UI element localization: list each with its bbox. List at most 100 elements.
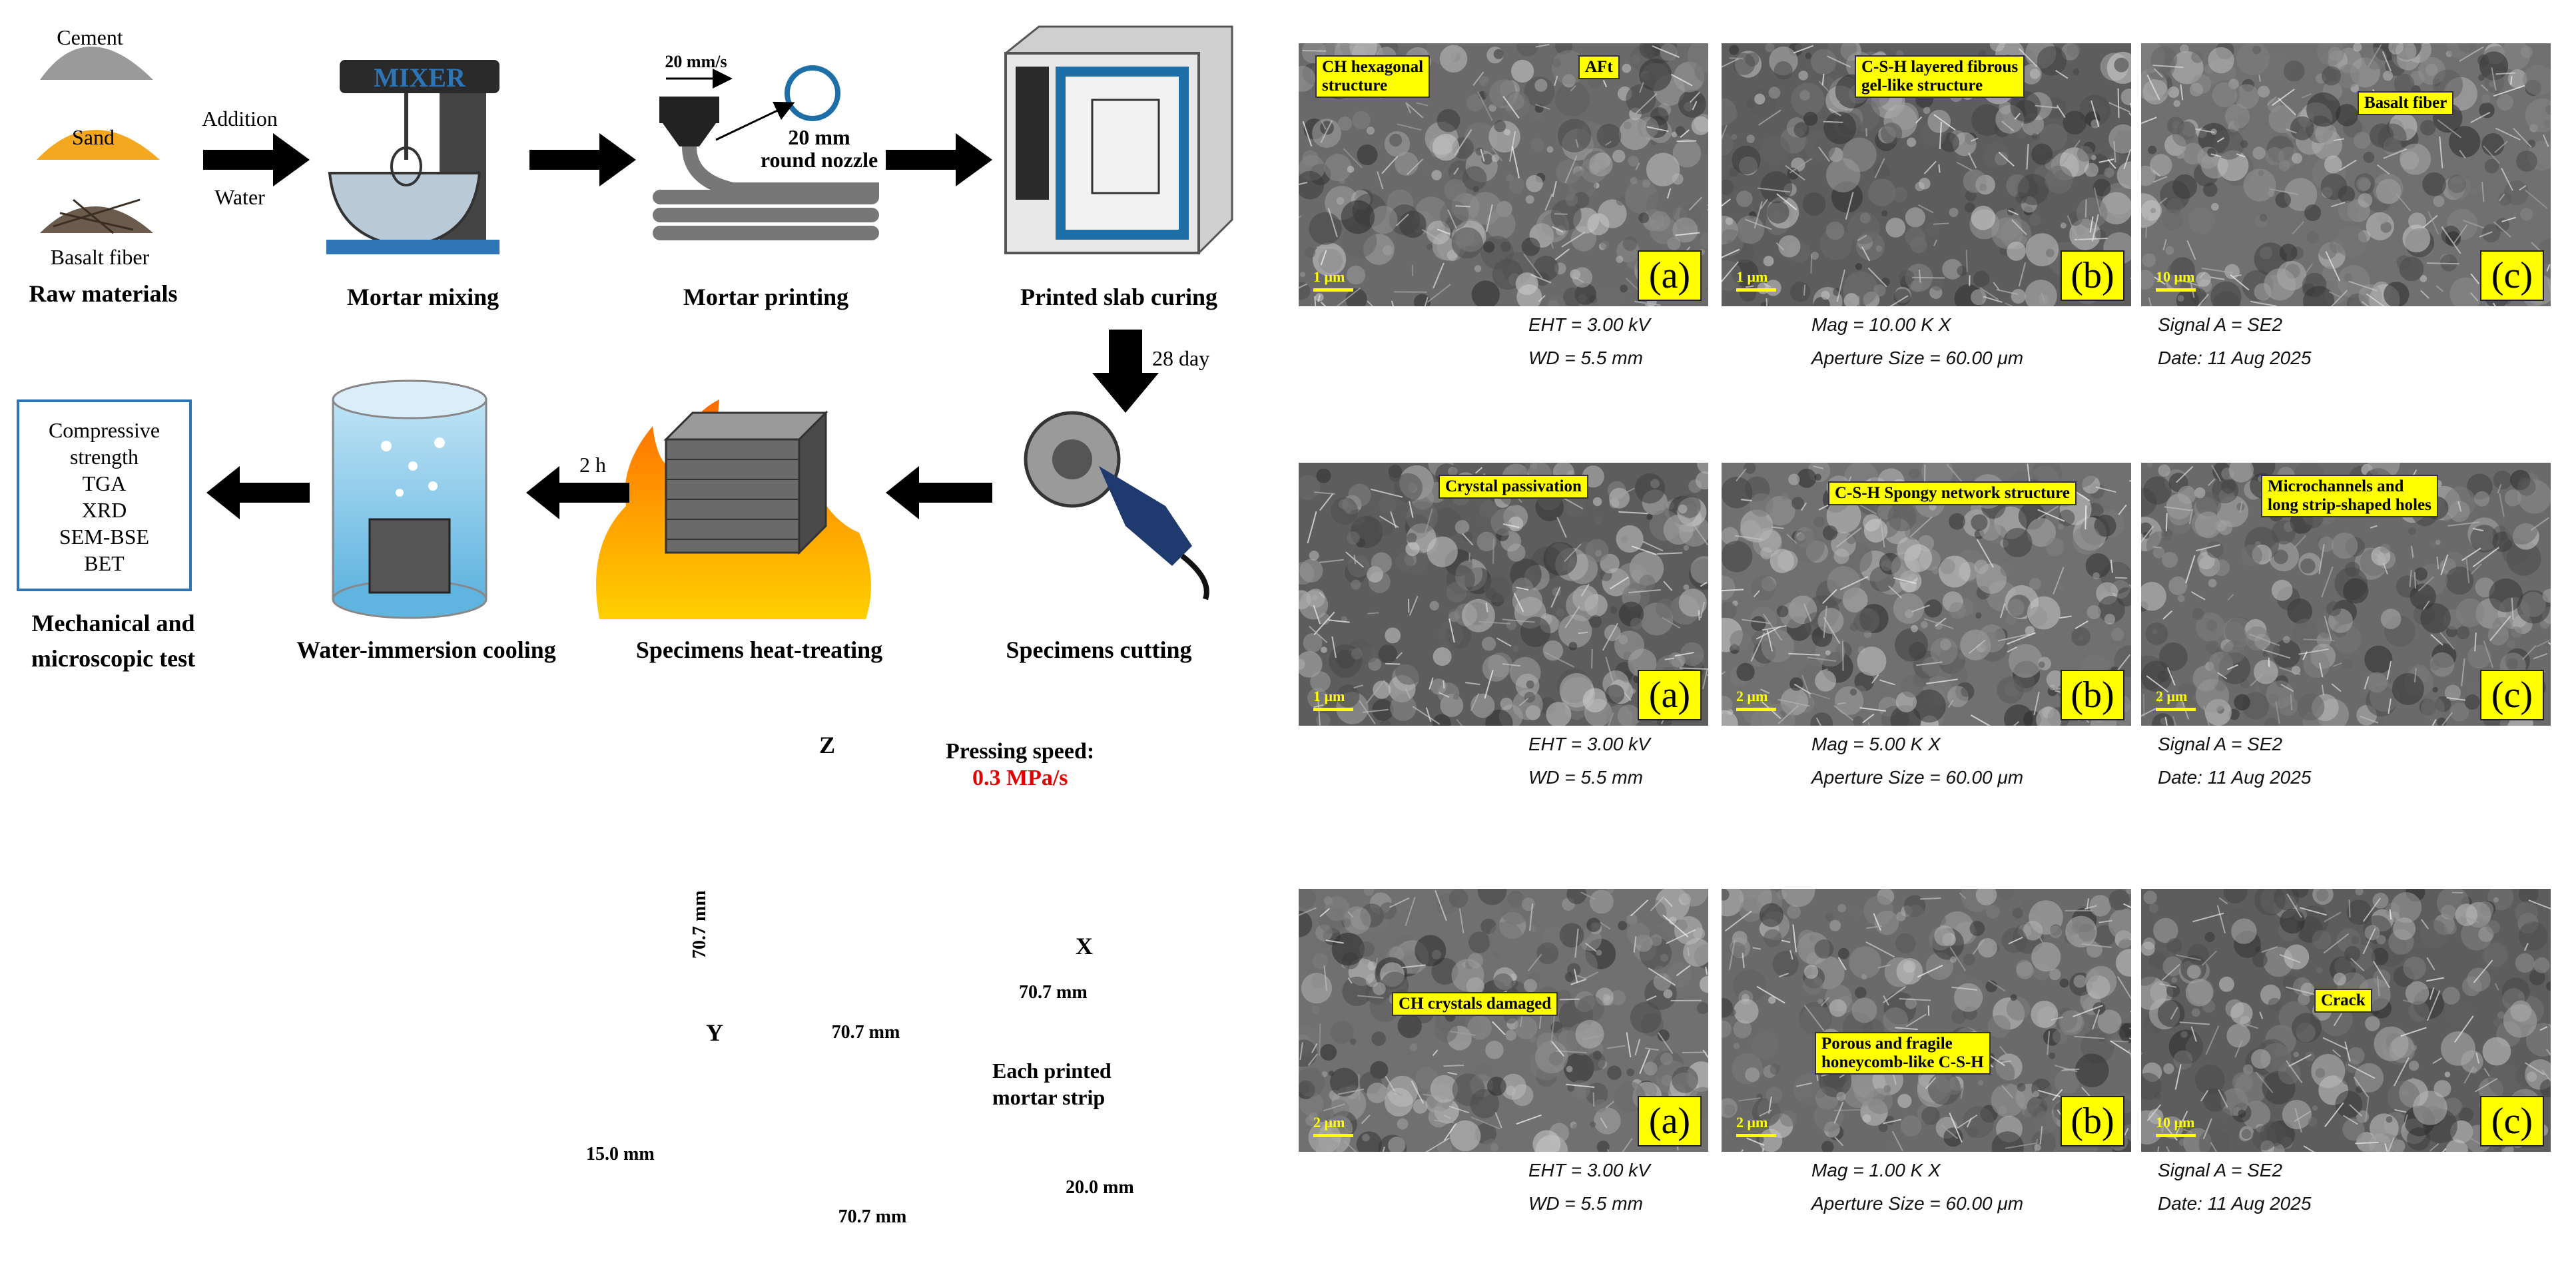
sem-meta-aperture: Aperture Size = 60.00 μm xyxy=(1811,767,2024,788)
step-heat-treating: Specimens heat-treating xyxy=(635,636,883,663)
scale-bar-line xyxy=(1313,708,1353,711)
sand-pile-icon xyxy=(37,130,160,160)
sem-meta-date: Date: 11 Aug 2025 xyxy=(2158,1193,2312,1214)
sem-meta-date: Date: 11 Aug 2025 xyxy=(2158,348,2312,368)
panel-letter: (a) xyxy=(1638,250,1702,301)
printer-nozzle-icon xyxy=(653,65,879,240)
panel-letter: (a) xyxy=(1638,1096,1702,1146)
scale-bar-label: 2 μm xyxy=(1736,1114,1768,1131)
test-item: XRD xyxy=(81,498,127,522)
scale-bar: 1 μm xyxy=(1736,268,1776,292)
scale-bar: 2 μm xyxy=(2156,688,2196,711)
water-tank-icon xyxy=(332,380,487,619)
annotation-tag: Microchannels and long strip-shaped hole… xyxy=(2261,475,2438,517)
sem-meta-date: Date: 11 Aug 2025 xyxy=(2158,767,2312,788)
nozzle-type-label: round nozzle xyxy=(760,148,878,172)
annotation-tag: Porous and fragile honeycomb-like C-S-H xyxy=(1815,1032,1991,1075)
test-item: Compressive xyxy=(48,418,161,442)
specimen-block-icon xyxy=(663,410,828,555)
annotation-tag: C-S-H layered fibrous gel-like structure xyxy=(1855,55,2025,98)
sem-meta-aperture: Aperture Size = 60.00 μm xyxy=(1811,348,2024,368)
arrow-icon xyxy=(203,133,310,186)
sem-meta-eht: EHT = 3.00 kV xyxy=(1528,1160,1650,1180)
scale-bar-label: 2 μm xyxy=(2156,688,2188,704)
sem-meta-mag: Mag = 1.00 K X xyxy=(1811,1160,1941,1180)
scale-bar-line xyxy=(1736,708,1776,711)
basalt-fiber-icon xyxy=(40,198,153,234)
tests-label-1: Mechanical and xyxy=(31,610,195,636)
scale-bar: 1 μm xyxy=(1313,268,1353,292)
sem-meta-mag: Mag = 5.00 K X xyxy=(1811,734,1941,754)
scale-bar-line xyxy=(1313,1134,1353,1137)
scale-bar-line xyxy=(1313,288,1353,292)
curing-days-label: 28 day xyxy=(1152,346,1210,370)
scale-bar-label: 1 μm xyxy=(1313,688,1345,704)
test-item: TGA xyxy=(82,471,127,495)
pressing-speed-value: 0.3 MPa/s xyxy=(972,766,1068,790)
axis-x-label: X xyxy=(1076,933,1093,959)
annotation-tag: Crystal passivation xyxy=(1439,475,1588,499)
scale-bar-label: 1 μm xyxy=(1736,268,1768,285)
annotation-tag: Basalt fiber xyxy=(2358,91,2454,115)
step-water-cooling: Water-immersion cooling xyxy=(296,636,556,663)
arrow-icon xyxy=(526,466,629,519)
mixer-icon xyxy=(326,60,499,254)
cooling-time-label: 2 h xyxy=(579,453,606,477)
step-mortar-printing: Mortar printing xyxy=(683,284,849,310)
scale-bar-label: 10 μm xyxy=(2156,268,2195,285)
addition-label: Addition xyxy=(202,107,278,130)
sem-meta-eht: EHT = 3.00 kV xyxy=(1528,734,1650,754)
process-diagram xyxy=(37,25,1233,619)
scale-bar-line xyxy=(1736,1134,1776,1137)
scale-bar: 2 μm xyxy=(1313,1114,1353,1137)
sem-image: C-S-H layered fibrous gel-like structure… xyxy=(1722,43,2131,306)
panel-letter: (b) xyxy=(2061,250,2124,301)
panel-letter: (b) xyxy=(2061,670,2124,720)
water-label: Water xyxy=(214,185,265,209)
scale-bar: 10 μm xyxy=(2156,1114,2196,1137)
scale-bar-line xyxy=(2156,1134,2196,1137)
sem-image: Microchannels and long strip-shaped hole… xyxy=(2141,463,2551,726)
scale-bar-line xyxy=(2156,288,2196,292)
sem-meta-mag: Mag = 10.00 K X xyxy=(1811,314,1951,335)
panel-letter: (c) xyxy=(2480,1096,2544,1146)
step-slab-curing: Printed slab curing xyxy=(1020,284,1218,310)
arrow-icon xyxy=(886,133,992,186)
annotation-tag: AFt xyxy=(1578,55,1620,79)
mixer-word: MIXER xyxy=(374,63,466,93)
cement-pile-icon xyxy=(40,47,153,80)
sem-meta-wd: WD = 5.5 mm xyxy=(1528,348,1643,368)
angle-grinder-icon xyxy=(1024,411,1209,601)
tests-box: Compressive strength TGA XRD SEM-BSE BET xyxy=(17,399,192,591)
sem-image: Porous and fragile honeycomb-like C-S-H 2… xyxy=(1722,889,2131,1152)
sand-label: Sand xyxy=(72,125,115,149)
arrow-icon xyxy=(886,466,992,519)
scale-bar: 1 μm xyxy=(1313,688,1353,711)
sem-meta-signal: Signal A = SE2 xyxy=(2158,734,2283,754)
step-mortar-mixing: Mortar mixing xyxy=(346,284,499,310)
annotation-tag: CH hexagonal structure xyxy=(1315,55,1431,98)
arrow-icon xyxy=(529,133,636,186)
panel-letter: (b) xyxy=(2061,1096,2124,1146)
scale-bar-label: 2 μm xyxy=(1736,688,1768,704)
cement-label: Cement xyxy=(57,25,123,49)
curing-chamber-icon xyxy=(1004,25,1233,255)
dim-height-label: 70.7 mm xyxy=(689,890,710,959)
print-speed-label: 20 mm/s xyxy=(665,52,727,71)
dim-depth-label: 70.7 mm xyxy=(1019,982,1088,1003)
pressing-speed-label: Pressing speed: xyxy=(946,739,1095,764)
scale-bar: 2 μm xyxy=(1736,688,1776,711)
sem-meta-eht: EHT = 3.00 kV xyxy=(1528,314,1650,335)
scale-bar-label: 1 μm xyxy=(1313,268,1345,285)
strip-label-1: Each printed xyxy=(992,1059,1112,1083)
sem-image: CH hexagonal structure AFt 1 μm (a) xyxy=(1299,43,1708,306)
sem-meta-wd: WD = 5.5 mm xyxy=(1528,767,1643,788)
scale-bar-line xyxy=(1736,288,1776,292)
step-cutting: Specimens cutting xyxy=(1006,636,1192,663)
sem-meta-signal: Signal A = SE2 xyxy=(2158,314,2283,335)
